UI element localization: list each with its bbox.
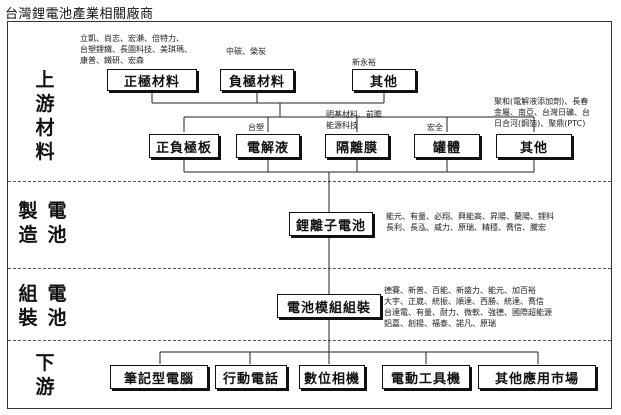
- page-title: 台灣鋰電池產業相關廠商: [5, 7, 154, 22]
- can-box: 罐體: [414, 134, 480, 158]
- diagram-frame: [7, 21, 612, 409]
- other-component-companies: 聚和(電解液添加劑)、長春 金屬、南亞、台灣日礦、台 日合河(鋼箔)、聚鼎(PT…: [494, 97, 590, 128]
- separator-companies: 明基材料、前瞻 能源科技: [326, 110, 382, 130]
- stage-label-manufacture-left: 製造: [18, 200, 38, 246]
- stage-label-assembly-left: 組裝: [18, 283, 38, 329]
- stage-label-downstream: 下游: [35, 352, 55, 398]
- anode-companies: 中碳、榮炭: [226, 47, 266, 56]
- electrode-plate-box: 正負極板: [149, 134, 219, 158]
- other-material-companies: 新永裕: [352, 58, 376, 67]
- stage-label-assembly-right: 電池: [47, 283, 67, 329]
- app-mobile-phone-box: 行動電話: [215, 365, 287, 389]
- stage-separator: [8, 340, 611, 341]
- stage-separator: [8, 268, 611, 269]
- electrolyte-companies: 台塑: [248, 123, 264, 132]
- app-other-market-box: 其他應用市場: [478, 365, 596, 389]
- module-companies: 德賽、新普、百能、新盛力、能元、加百裕 大宇、正崴、統振、順達、西勝、統達、喬信…: [384, 286, 552, 328]
- anode-material-box: 負極材料: [220, 69, 294, 91]
- cathode-material-box: 正極材料: [107, 69, 197, 91]
- li-ion-cell-box: 鋰離子電池: [289, 212, 373, 236]
- stage-separator: [8, 181, 611, 182]
- cathode-companies: 立凱、尚志、宏瀨、倍特力、 台塑鋰鐵、長園科技、美琪瑪、 康普、鐵研、宏森: [80, 34, 192, 65]
- app-digital-camera-box: 數位相機: [299, 365, 365, 389]
- app-notebook-box: 筆記型電腦: [110, 365, 208, 389]
- cell-companies: 能元、有量、必翔、興能高、昇陽、蘭陽、鋰科 長利、長泓、威力、原瑞、精穩、喬信、…: [386, 212, 554, 232]
- stage-label-manufacture-right: 電池: [47, 200, 67, 246]
- separator-box: 隔離膜: [325, 134, 389, 158]
- stage-label-upstream: 上游 材料: [35, 69, 55, 163]
- electrolyte-box: 電解液: [236, 134, 300, 158]
- can-companies: 宏全: [427, 123, 443, 132]
- other-material-box: 其他: [352, 69, 416, 91]
- app-power-tool-box: 電動工具機: [382, 365, 470, 389]
- battery-module-box: 電池模組組裝: [277, 294, 381, 318]
- other-component-box: 其他: [496, 134, 572, 158]
